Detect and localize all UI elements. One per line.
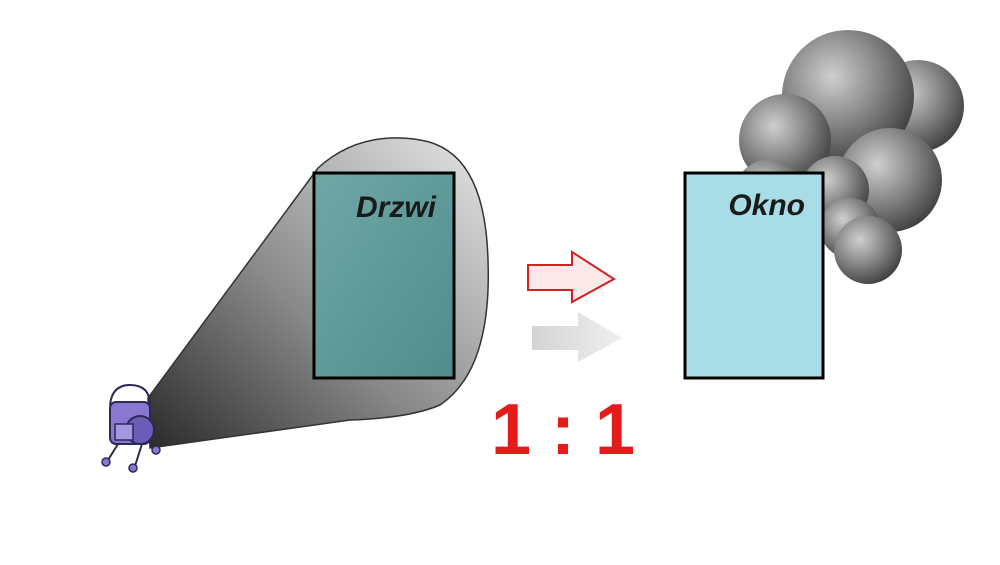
smoke-cloud-icon [734,30,964,284]
window-label: Okno [728,189,805,222]
door-label: Drzwi [356,191,437,224]
arrow-right-solid-icon [532,312,622,362]
ratio-text: 1 : 1 [491,390,635,470]
arrow-right-outline-icon [527,250,616,304]
door-panel: Drzwi [312,171,456,380]
window-panel: Okno [683,171,825,380]
projector-icon [101,383,161,473]
